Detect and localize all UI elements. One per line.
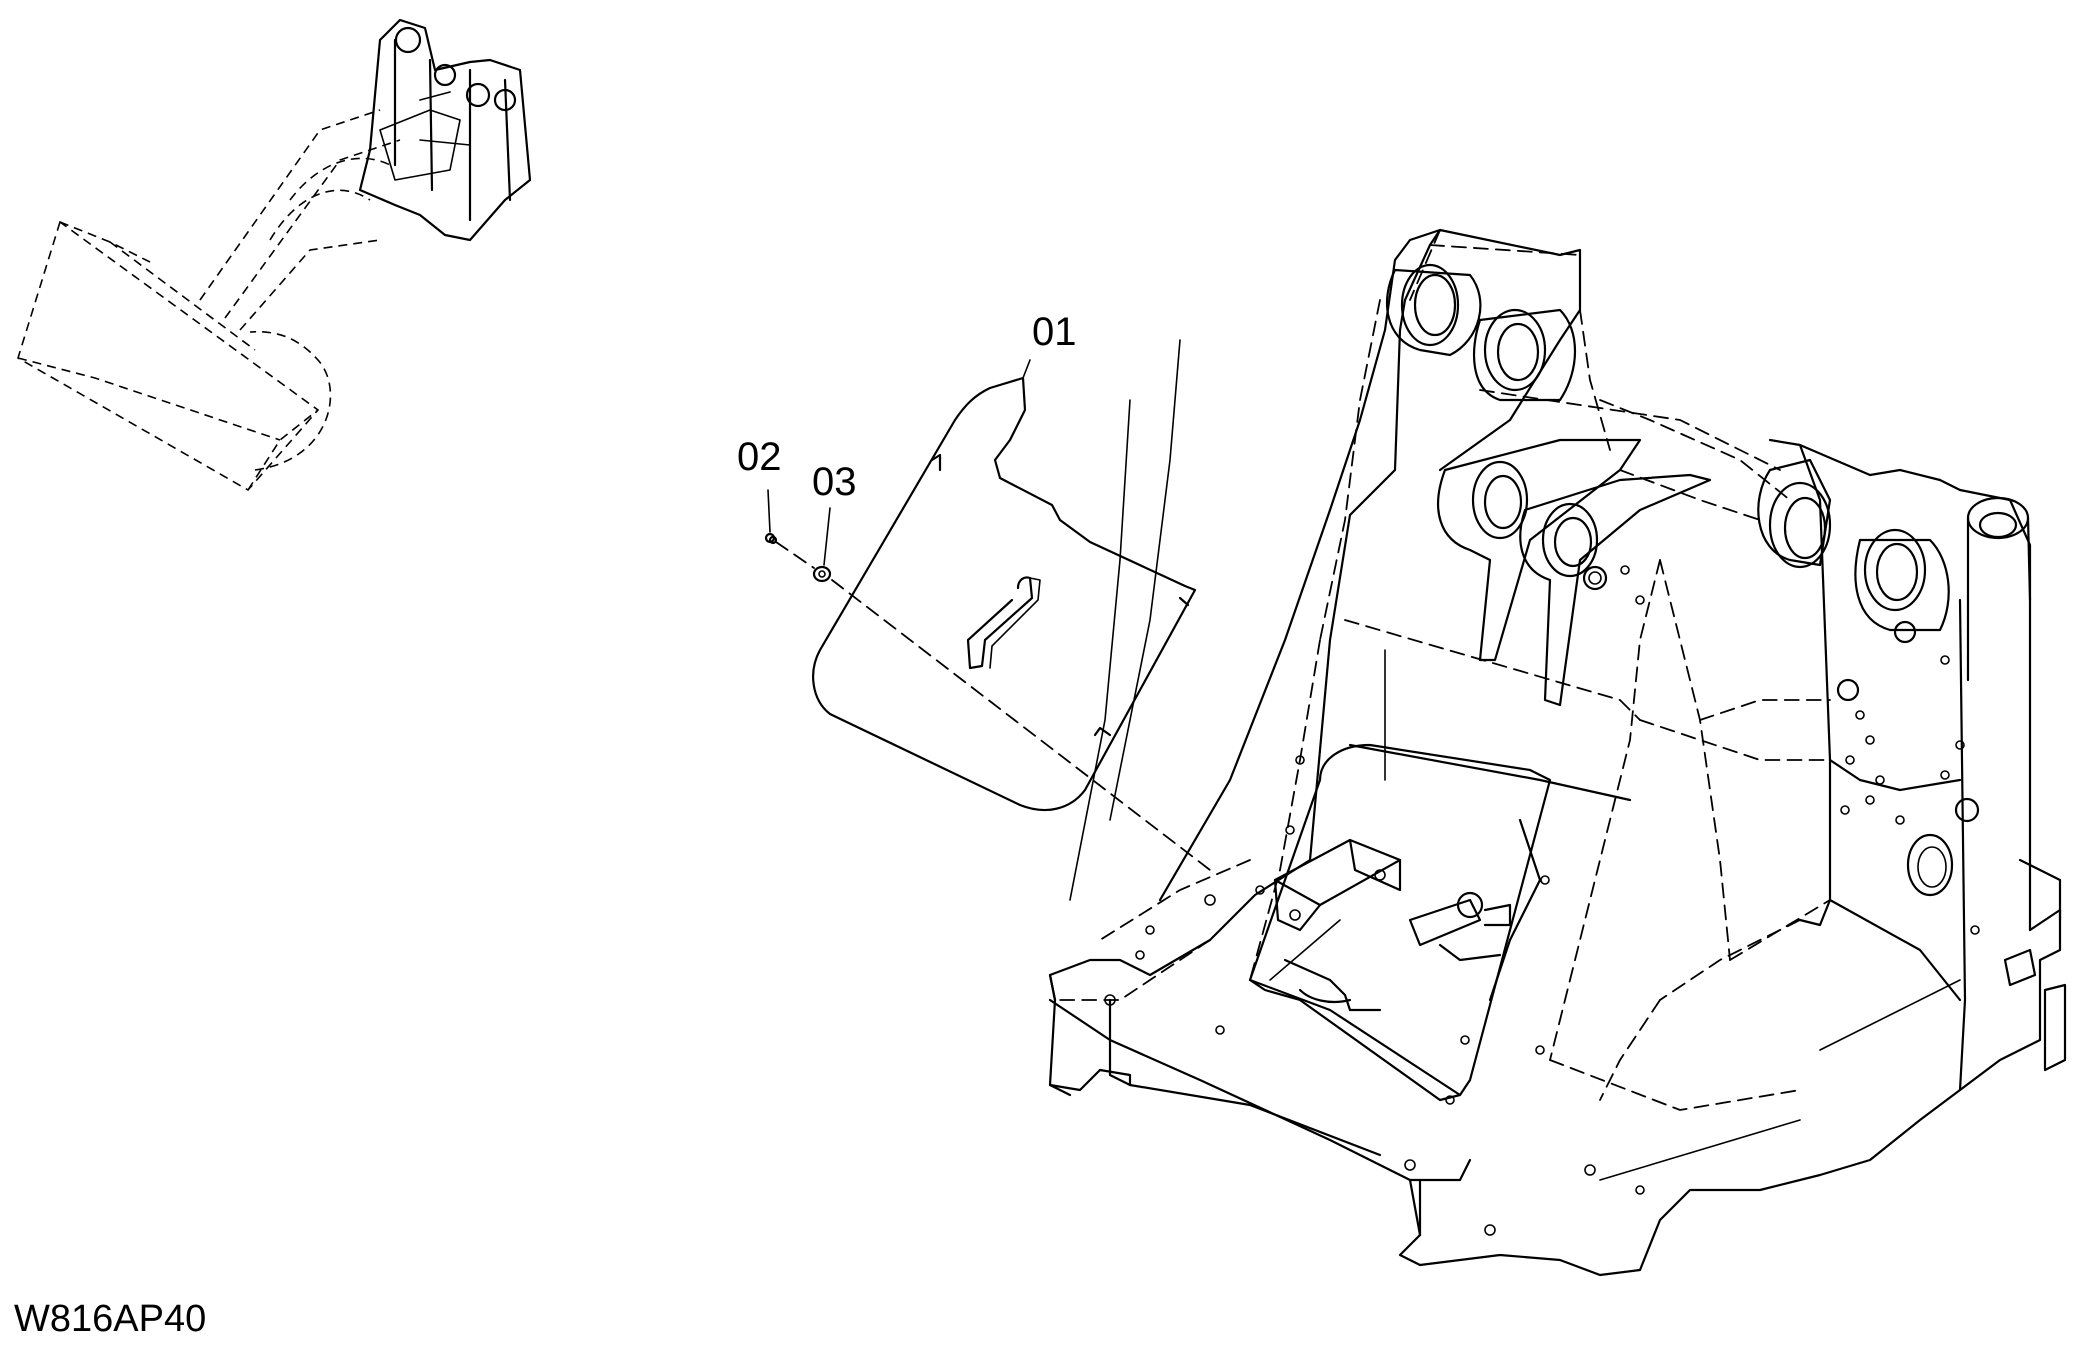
front-frame	[1048, 228, 2067, 1277]
callout-03: 03	[812, 460, 857, 504]
overview-thumbnail	[17, 18, 532, 492]
leader-lines	[767, 359, 1211, 871]
bolt-washer	[764, 532, 832, 583]
callout-01: 01	[1032, 310, 1077, 354]
callout-02: 02	[737, 435, 782, 479]
drawing-code-label: W816AP40	[14, 1298, 207, 1340]
cover-plate	[812, 376, 1197, 812]
